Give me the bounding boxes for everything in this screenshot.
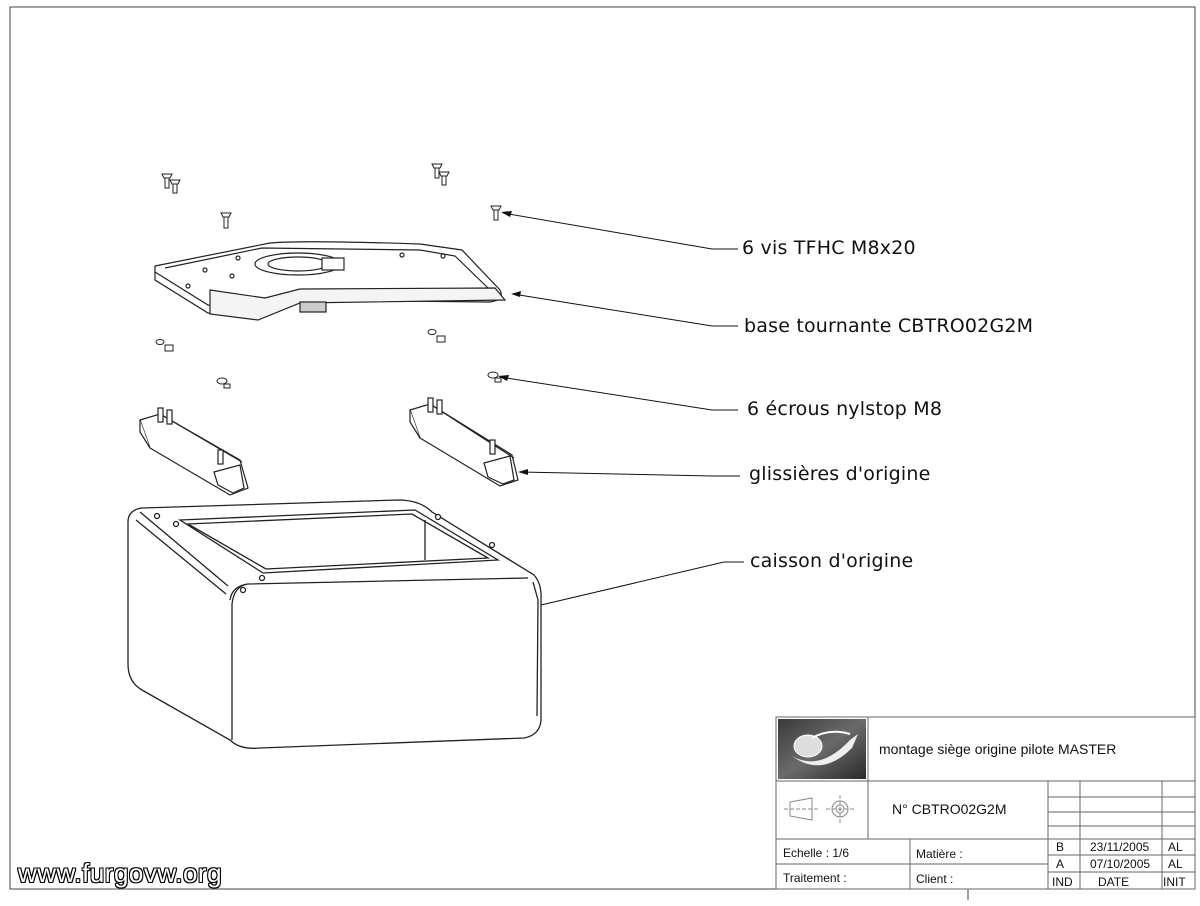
label-screws: 6 vis TFHC M8x20	[742, 237, 916, 259]
nut	[487, 371, 502, 383]
rail-right	[409, 397, 519, 487]
material-label: Matière :	[916, 847, 963, 861]
nut	[216, 377, 231, 389]
revision-b-date: 23/11/2005	[1090, 840, 1150, 854]
title-block-frame	[775, 716, 1196, 890]
sheet-border	[9, 6, 1196, 890]
label-rails: glissières d'origine	[749, 463, 931, 485]
swivel-base	[154, 241, 507, 321]
screw	[220, 212, 232, 229]
site-watermark: www.furgovw.org	[18, 858, 223, 888]
nut	[427, 329, 446, 343]
rail-left	[139, 407, 249, 496]
leader-lines	[499, 212, 744, 606]
label-nuts: 6 écrous nylstop M8	[747, 398, 943, 420]
screw	[169, 179, 181, 194]
drawing-title: montage siège origine pilote MASTER	[879, 741, 1117, 757]
label-box: caisson d'origine	[750, 550, 914, 572]
screw	[490, 205, 502, 221]
screw	[438, 171, 450, 186]
screws-group	[161, 163, 502, 229]
revision-a-date: 07/10/2005	[1090, 857, 1151, 871]
projection-symbol-icon	[784, 795, 854, 823]
header-init: INIT	[1163, 875, 1186, 889]
drawing-number: N° CBTRO02G2M	[892, 801, 1007, 817]
header-ind: IND	[1052, 875, 1073, 889]
client-label: Client :	[916, 872, 954, 886]
revision-b-init: AL	[1168, 840, 1183, 854]
revision-b-ind: B	[1056, 840, 1065, 854]
label-swivel-base: base tournante CBTRO02G2M	[744, 315, 1034, 337]
revision-a-init: AL	[1168, 857, 1183, 871]
revision-a-ind: A	[1056, 857, 1065, 871]
treatment-label: Traitement :	[783, 871, 847, 885]
nut	[155, 339, 174, 352]
original-box	[127, 499, 542, 749]
screw	[161, 173, 173, 189]
header-date: DATE	[1098, 875, 1130, 889]
scale-label: Echelle : 1/6	[783, 846, 850, 860]
leader-arrowheads	[498, 211, 528, 475]
company-logo	[778, 719, 866, 779]
nuts-group	[155, 329, 502, 389]
